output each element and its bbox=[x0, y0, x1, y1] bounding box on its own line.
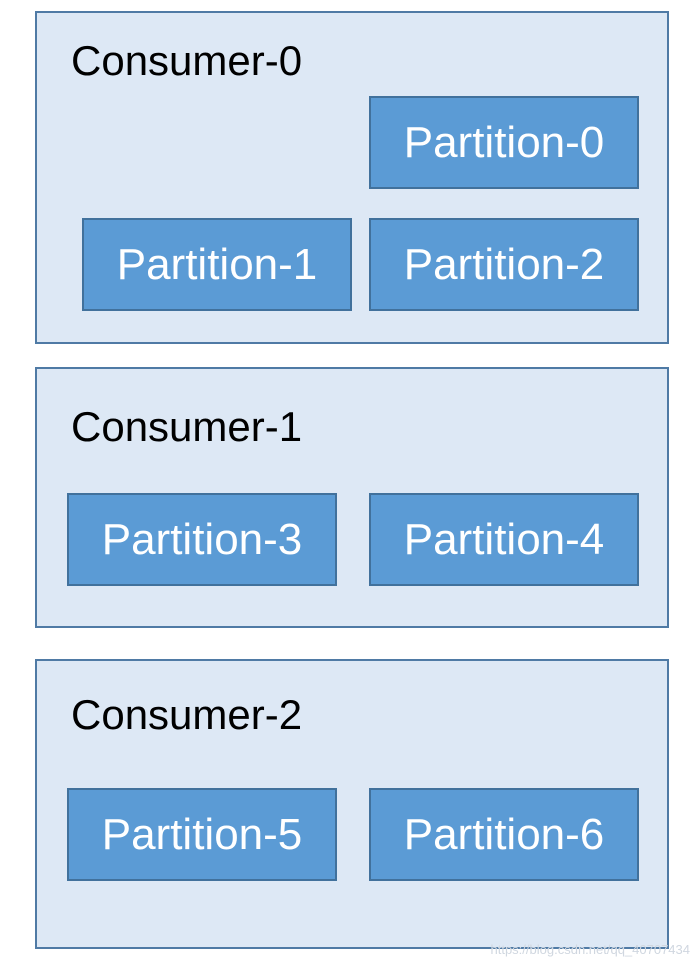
partition-4-box: Partition-4 bbox=[369, 493, 639, 586]
consumer-2-title: Consumer-2 bbox=[71, 691, 303, 738]
consumer-1-title: Consumer-1 bbox=[71, 403, 303, 450]
source-watermark: https://blog.csdn.net/qq_40707434 bbox=[490, 942, 691, 957]
consumer-2-group: Consumer-2 Partition-5 Partition-6 bbox=[35, 659, 669, 949]
partition-1-box: Partition-1 bbox=[82, 218, 352, 311]
partition-2-box: Partition-2 bbox=[369, 218, 639, 311]
partition-6-box: Partition-6 bbox=[369, 788, 639, 881]
partition-0-box: Partition-0 bbox=[369, 96, 639, 189]
partition-5-box: Partition-5 bbox=[67, 788, 337, 881]
consumer-1-group: Consumer-1 Partition-3 Partition-4 bbox=[35, 367, 669, 628]
consumer-0-group: Consumer-0 Partition-0 Partition-1 Parti… bbox=[35, 11, 669, 344]
consumer-0-title: Consumer-0 bbox=[71, 37, 303, 84]
partition-3-box: Partition-3 bbox=[67, 493, 337, 586]
